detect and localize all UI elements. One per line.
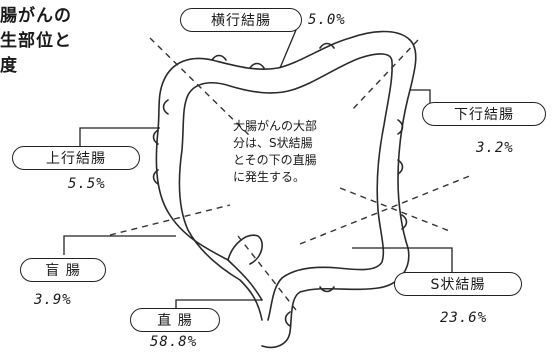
note-line: 大腸がんの大部 — [233, 119, 318, 133]
annotation-note: 大腸がんの大部 分は、S状結腸 とその下の直腸 に発生する。 — [233, 118, 317, 186]
title-line: 度 — [0, 56, 18, 76]
label-cecum: 盲 腸 — [20, 258, 106, 282]
title-line: 腸がんの — [0, 6, 72, 26]
segment-boundaries — [109, 37, 473, 311]
value-sigmoid-colon: 23.6% — [440, 310, 488, 326]
value-rectum: 58.8% — [150, 334, 198, 350]
leader-lines — [63, 29, 453, 310]
label-transverse-colon: 横行結腸 — [180, 8, 302, 32]
label-sigmoid-colon: S状結腸 — [394, 272, 522, 296]
title-line: 生部位と — [0, 31, 72, 51]
colon-outline — [152, 30, 417, 349]
value-transverse-colon: 5.0% — [308, 12, 346, 28]
note-line: に発生する。 — [233, 170, 306, 184]
page-title: 腸がんの 生部位と 度 — [0, 4, 72, 79]
value-ascending-colon: 5.5% — [68, 176, 106, 192]
label-ascending-colon: 上行結腸 — [12, 146, 140, 170]
value-cecum: 3.9% — [34, 292, 72, 308]
value-descending-colon: 3.2% — [476, 140, 514, 156]
note-line: 分は、S状結腸 — [233, 136, 313, 150]
label-descending-colon: 下行結腸 — [422, 102, 546, 126]
note-line: とその下の直腸 — [233, 153, 317, 167]
label-rectum: 直 腸 — [130, 308, 220, 332]
